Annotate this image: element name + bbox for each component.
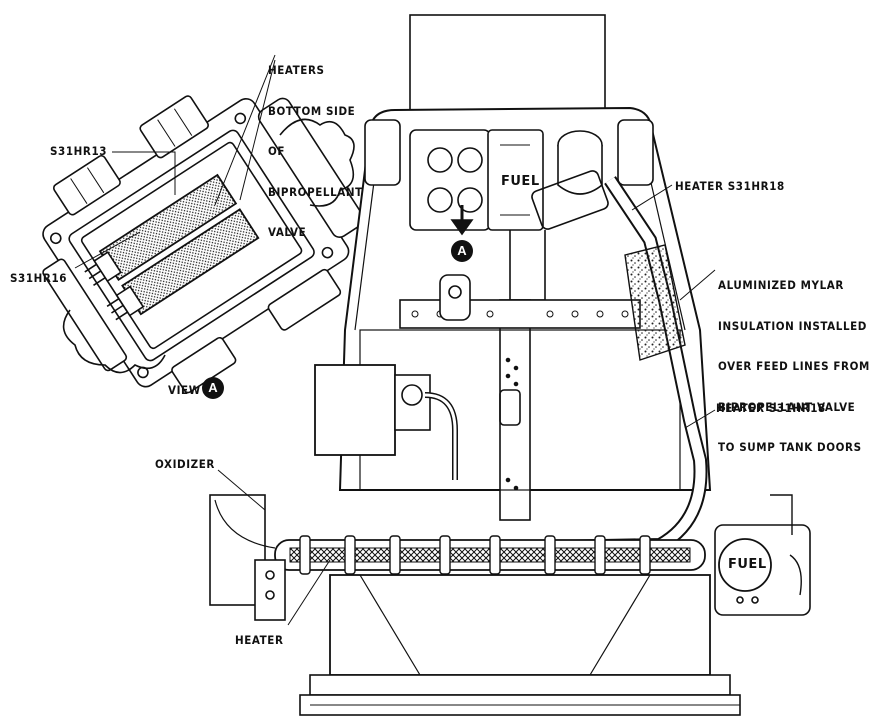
label-fuel-valve: FUEL — [501, 174, 540, 189]
callout-a-view: A — [202, 377, 224, 399]
main-assembly — [209, 14, 811, 716]
label-s31hr16: S31HR16 — [10, 271, 68, 285]
label-fuel-tank: FUEL — [728, 557, 767, 572]
callout-a-main: A — [451, 240, 473, 262]
label-aluminized-mylar: ALUMINIZED MYLAR INSULATION INSTALLED OV… — [718, 278, 870, 454]
label-view-a: VIEW — [168, 383, 201, 397]
label-heater-s31hr18-mid: HEATER S31HR18 — [716, 401, 826, 415]
label-heater-bottom: HEATER — [235, 633, 284, 647]
mylar-insulation — [624, 244, 686, 361]
label-heaters-bottom-side: HEATERS BOTTOM SIDE OF BIPROPELLANT VALV… — [268, 63, 363, 239]
inset-view-a — [42, 54, 365, 394]
label-s31hr13: S31HR13 — [50, 144, 108, 158]
label-heater-s31hr18-top: HEATER S31HR18 — [675, 179, 785, 193]
label-oxidizer: OXIDIZER — [155, 457, 215, 471]
